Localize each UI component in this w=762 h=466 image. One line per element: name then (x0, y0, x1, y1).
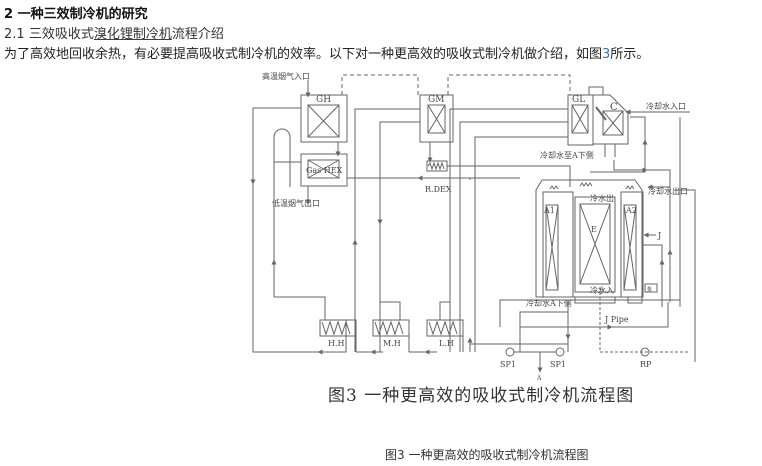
sp1-right-label: SP1 (550, 360, 566, 369)
e-label: E (591, 225, 597, 234)
libr-chiller-link[interactable]: 溴化锂制冷机 (93, 27, 172, 42)
gh-generator: GH (300, 94, 348, 143)
section-heading: 2 一种三效制冷机的研究 (4, 7, 148, 22)
vapor-line-gm-gl (447, 74, 571, 95)
hh-label: H.H (328, 339, 345, 348)
flow-diagram-figure: GH 高温烟气入口 Gas HEX 低温烟气出口 GM R.DEX (250, 62, 700, 402)
lh-heater: L.H (426, 319, 464, 348)
sp1-left-pump: SP1 (500, 347, 516, 369)
figure-caption-in-image: 图3 一种更高效的吸收式制冷机流程图 (328, 386, 635, 406)
subsection-title-post: 流程介绍 (171, 27, 224, 42)
sp1-left-label: SP1 (500, 360, 516, 369)
gm-label: GM (428, 95, 444, 105)
a-outlet-label: A (536, 375, 542, 382)
subsection-title-pre: 三效吸收式 (28, 27, 94, 42)
sp1-right-pump: SP1 (550, 347, 566, 369)
r-dex-label: R.DEX (425, 185, 452, 194)
gas-hex-label: Gas HEX (306, 166, 343, 175)
condenser: C (593, 94, 629, 145)
gas-inlet-label: 高温烟气入口 (262, 71, 310, 81)
gas-outlet-label: 低温烟气出口 (272, 198, 320, 208)
j-label: J (657, 231, 661, 240)
gl-generator: GL (567, 86, 604, 146)
a1-label: A1 (543, 206, 555, 215)
mh-label: M.H (383, 339, 401, 348)
subsection-heading: 2.1 三效吸收式溴化锂制冷机流程介绍 (4, 23, 224, 42)
lh-label: L.H (439, 339, 454, 348)
flow-diagram: GH 高温烟气入口 Gas HEX 低温烟气出口 GM R.DEX (250, 71, 696, 382)
figure-caption: 图3 一种更高效的吸收式制冷机流程图 (385, 448, 589, 462)
chilled-water-in-label: 冷水入 (590, 285, 614, 295)
rp-pump: RP (640, 347, 652, 369)
hh-heater: H.H (319, 319, 357, 348)
pump-box-label: 泵 (647, 287, 652, 293)
cooling-water-a-lower-label: 冷却水A下侧 (526, 298, 572, 308)
j-pipe-label: J Pipe (604, 315, 629, 324)
gh-label: GH (316, 95, 331, 105)
intro-paragraph: 为了高效地回收余热，有必要提高吸收式制冷机的效率。以下对一种更高效的吸收式制冷机… (4, 43, 649, 62)
figure-number: 3 (602, 47, 611, 62)
absorber-evaporator: A1 E 冷水出 冷水入 A2 泵 (535, 179, 658, 304)
mh-heater: M.H (372, 319, 410, 348)
c-label: C (610, 102, 618, 113)
cooling-water-inlet-label: 冷却水入口 (646, 101, 686, 111)
gm-generator: GM (419, 94, 454, 143)
paragraph-text-end: 所示。 (610, 47, 650, 62)
gas-hex: Gas HEX (300, 153, 348, 187)
subsection-number: 2.1 (4, 27, 29, 42)
chilled-water-out-label: 冷水出 (590, 193, 614, 203)
cooling-water-to-a-label: 冷却水至A下侧 (540, 150, 594, 160)
rp-label: RP (640, 360, 652, 369)
paragraph-text: 为了高效地回收余热，有必要提高吸收式制冷机的效率。以下对一种更高效的吸收式制冷机… (4, 47, 603, 62)
vapor-line-gh-gm (341, 74, 419, 95)
cooling-water-outlet-label: 冷却水出口 (648, 186, 688, 196)
gl-label: GL (572, 95, 585, 105)
left-loop (252, 107, 347, 353)
a2-label: A2 (625, 206, 637, 215)
